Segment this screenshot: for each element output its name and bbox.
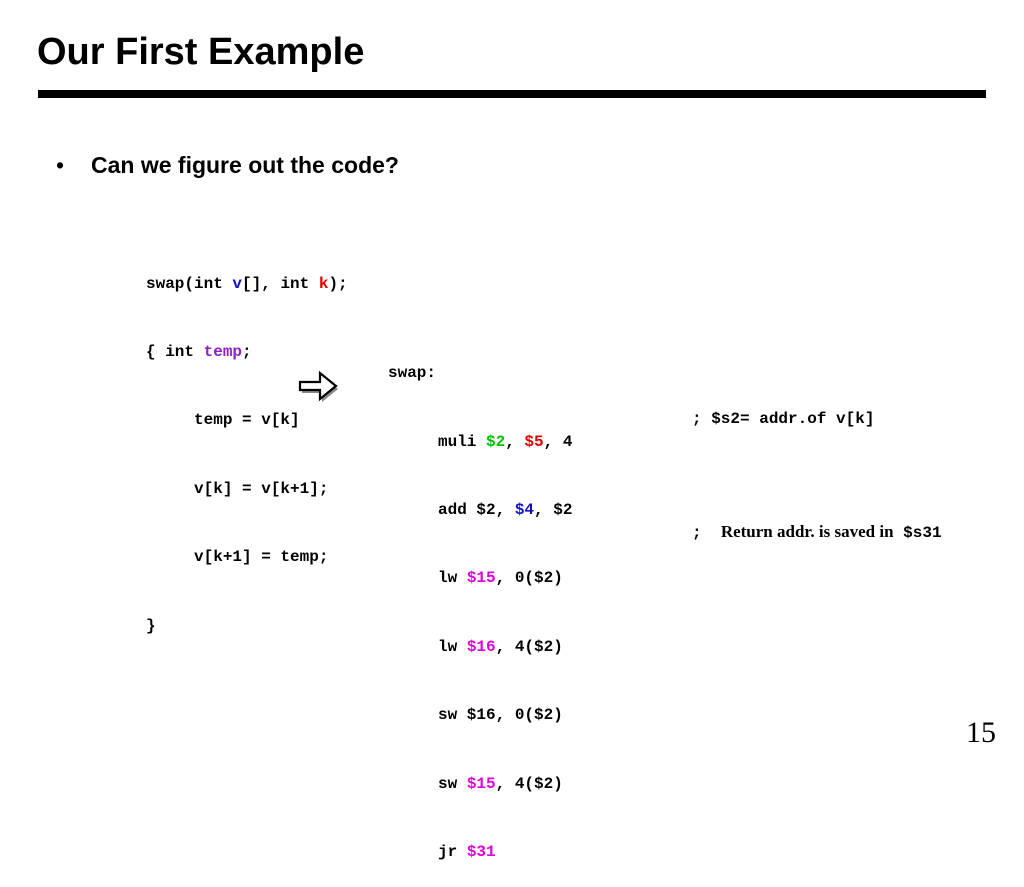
- asm-line-5: sw $16, 0($2): [438, 706, 563, 725]
- asm-label: swap:: [388, 364, 437, 382]
- comment-return-text: Return addr. is saved in: [720, 522, 894, 541]
- asm-comment-return: ; Return addr. is saved in $s31: [692, 522, 942, 542]
- reg-31: $31: [466, 842, 496, 861]
- param-v: v: [232, 274, 243, 293]
- bullet-dot: •: [56, 152, 65, 178]
- asm-line-4: lw $16, 4($2): [438, 637, 563, 656]
- comment-return-reg: $s31: [903, 524, 942, 542]
- c-code-line-5: v[k+1] = temp;: [146, 548, 329, 567]
- asm-code-block: muli $2, $5, 4 add $2, $4, $2 lw $15, 0(…: [438, 385, 572, 887]
- asm-line-3: lw $15, 0($2): [438, 569, 563, 588]
- reg-16: $16: [466, 637, 496, 656]
- right-arrow-icon: [298, 370, 338, 402]
- reg-15: $15: [466, 569, 496, 588]
- c-code-line-1: swap(int v[], int k);: [146, 274, 348, 293]
- c-code-line-2: { int temp;: [146, 342, 252, 361]
- param-k: k: [318, 274, 329, 293]
- asm-line-6: sw $15, 4($2): [438, 774, 563, 793]
- asm-line-1: muli $2, $5, 4: [438, 432, 573, 451]
- reg-5: $5: [524, 432, 544, 451]
- c-code-line-4: v[k] = v[k+1];: [146, 479, 329, 498]
- title-divider: [38, 90, 986, 98]
- page-number: 15: [966, 716, 996, 749]
- asm-comment-address: ; $s2= addr.of v[k]: [692, 410, 875, 428]
- bullet-item: • Can we figure out the code?: [56, 150, 399, 180]
- slide-title: Our First Example: [37, 31, 365, 73]
- asm-line-7: jr $31: [438, 842, 496, 861]
- reg-2: $2: [486, 432, 506, 451]
- c-code-line-3: temp = v[k]: [146, 411, 300, 430]
- reg-15: $15: [466, 774, 496, 793]
- asm-line-2: add $2, $4, $2: [438, 500, 573, 519]
- local-temp: temp: [203, 342, 243, 361]
- c-code-block: swap(int v[], int k); { int temp; temp =…: [146, 227, 348, 660]
- reg-4: $4: [514, 500, 535, 519]
- bullet-text: Can we figure out the code?: [91, 152, 399, 178]
- c-code-line-6: }: [146, 616, 156, 635]
